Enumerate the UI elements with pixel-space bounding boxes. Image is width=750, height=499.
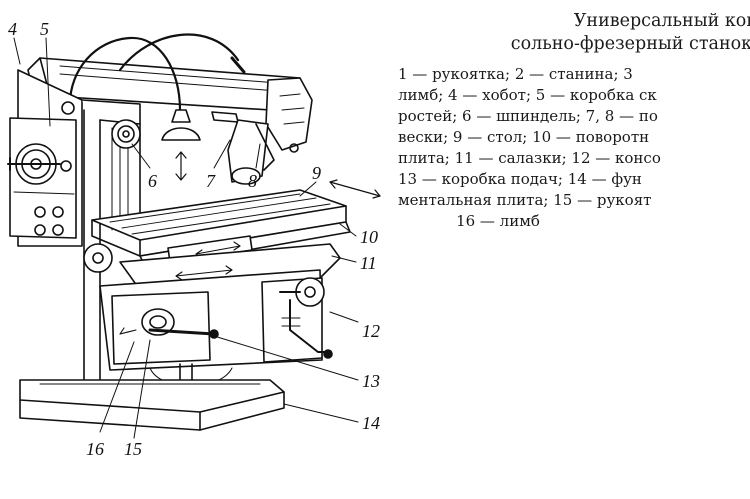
legend-line: 16 — лимб [456, 212, 540, 230]
hangers [211, 111, 275, 185]
legend-line: вески; 9 — стол; 10 — поворотн [398, 128, 650, 146]
speed-box [7, 101, 77, 239]
callout-12: 12 [362, 321, 380, 341]
legend-line: плита; 11 — салазки; 12 — консо [398, 149, 661, 167]
table [83, 189, 347, 273]
legend-line: 13 — коробка подач; 14 — фун [398, 170, 642, 188]
callout-6: 6 [148, 171, 157, 191]
callout-11: 11 [360, 253, 377, 273]
lamp-arms [68, 33, 246, 112]
legend-line: ростей; 6 — шпиндель; 7, 8 — по [398, 107, 658, 125]
callout-8: 8 [248, 171, 257, 191]
callout-10: 10 [360, 227, 378, 247]
legend-line: лимб; 4 — хобот; 5 — коробка ск [398, 86, 657, 104]
callout-4: 4 [8, 19, 17, 39]
callout-14: 14 [362, 413, 380, 433]
caption-legend: 1 — рукоятка; 2 — станина; 3 лимб; 4 — х… [398, 64, 750, 232]
caption-title: Универсальный кон сольно-фрезерный стано… [398, 10, 750, 56]
leader-lines [13, 37, 359, 439]
callout-15: 15 [124, 439, 142, 459]
caption-title-line-1: Универсальный кон [573, 11, 750, 31]
callout-13: 13 [362, 371, 380, 391]
base-plate [19, 379, 285, 431]
table-arrows [329, 179, 381, 199]
lamp [161, 109, 201, 181]
feed-box [111, 291, 219, 365]
legend-line: 1 — рукоятка; 2 — станина; 3 [398, 65, 633, 83]
callout-7: 7 [206, 171, 215, 191]
callout-9: 9 [312, 163, 321, 183]
callout-5: 5 [40, 19, 49, 39]
caption-title-line-2: сольно-фрезерный станок: [510, 34, 750, 54]
column [17, 69, 141, 397]
callout-16: 16 [86, 439, 104, 459]
milling-machine-drawing [7, 33, 381, 439]
legend-line: ментальная плита; 15 — рукоят [398, 191, 652, 209]
figure-caption: Универсальный кон сольно-фрезерный стано… [398, 10, 750, 232]
